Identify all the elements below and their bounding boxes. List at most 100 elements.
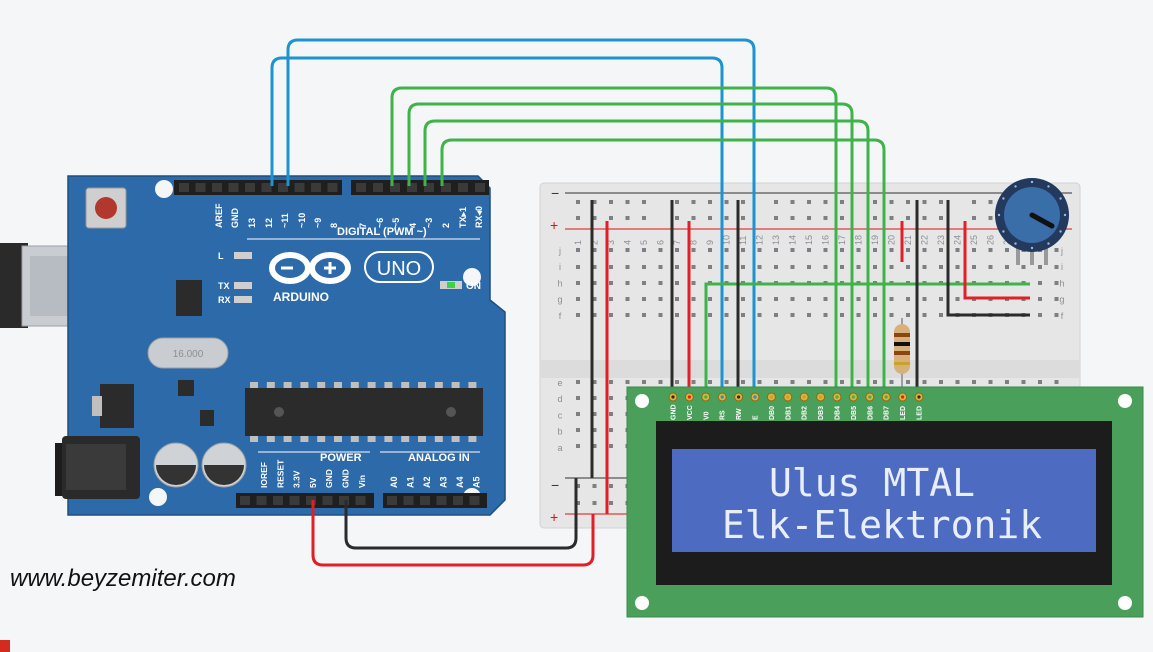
wire-blue-e [286,38,756,395]
digital-pin-label: GND [230,208,240,229]
bb-row-letter: a [557,443,562,453]
lcd-pin-label: V0 [703,411,710,420]
wire-green-v0 [704,282,1030,395]
bb-row-letter: b [557,427,562,437]
wire-blue-rs [270,56,724,395]
lcd-pin-label: DB1 [785,406,792,420]
bb-column-number: 10 [722,235,732,245]
watermark-url: www.beyzemiter.com [10,565,236,592]
bb-column-number: 20 [887,235,897,245]
wire-black-gnd [344,478,578,550]
bb-row-letter: f [559,311,562,321]
bb-column-number: 3 [606,240,616,245]
bb-column-number: 23 [936,235,946,245]
bb-minus-top: − [551,185,559,201]
bb-column-number: 9 [705,240,715,245]
resistor [894,318,910,390]
lcd-pin-label: DB5 [851,406,858,420]
analog-pin-label: A2 [422,476,432,488]
bb-row-letter: f [1061,311,1064,321]
bb-column-number: 18 [854,235,864,245]
bb-column-number: 8 [689,240,699,245]
led-label: L [218,251,224,261]
analog-pin-label: A5 [472,476,482,488]
svg-text:16.000: 16.000 [173,349,204,360]
analog-header-label: ANALOG IN [408,452,470,464]
lcd-pin-label: DB6 [867,406,874,420]
lcd-screen [672,449,1096,552]
digital-pin-label: AREF [214,203,224,228]
lcd-pin-label: DB4 [835,406,842,420]
lcd-pin-label: DB3 [818,406,825,420]
lcd-pin-label: LED [900,406,907,420]
bb-column-number: 2 [590,240,600,245]
wire-red-5v [311,500,595,567]
bb-column-number: 24 [953,235,963,245]
on-label: ON [466,281,481,292]
digital-header-label: DIGITAL (PWM ~) [337,226,427,238]
bb-column-number: 15 [804,235,814,245]
bb-column-number: 14 [788,235,798,245]
power-pin-label: IOREF [259,462,269,488]
bb-column-number: 13 [771,235,781,245]
wire-green-db5 [407,102,854,395]
led [234,282,252,289]
bb-row-letter: e [557,378,562,388]
bb-minus-bottom: − [551,477,559,493]
lcd-pin-label: DB2 [802,406,809,420]
power-jack [55,436,140,499]
svg-text:UNO: UNO [377,258,421,280]
analog-pin-label: A4 [455,476,465,488]
digital-pin-label: 4 [408,223,418,228]
digital-pin-label: ~5 [391,218,401,228]
bb-row-letter: d [557,394,562,404]
digital-pin-label: TX▸1 [458,207,468,228]
bb-row-letter: j [1060,246,1063,256]
lcd-line-2: Elk-Elektronik [722,503,1042,547]
power-pin-label: RESET [275,459,285,488]
power-pin-label: GND [324,469,334,488]
bb-column-number: 1 [573,240,583,245]
lcd-pin-label: RW [736,408,743,420]
bb-column-number: 17 [837,235,847,245]
svg-text:ARDUINO: ARDUINO [273,290,329,304]
bb-row-letter: g [557,295,562,305]
digital-pin-label: 13 [247,218,257,228]
lcd-pin-label: E [753,415,760,420]
bb-row-letter: i [1061,262,1063,272]
power-pin-label: 3.3V [292,470,302,488]
arduino-logo: ARDUINO UNO [269,251,434,304]
wire-green-db4 [390,86,838,395]
bb-column-number: 6 [656,240,666,245]
digital-pin-label: 7 [358,223,368,228]
power-header-label: POWER [320,452,362,464]
digital-pin-label: ~9 [313,218,323,228]
analog-pin-label: A3 [439,476,449,488]
lcd-pin-label: RS [720,410,727,420]
digital-pin-label: ~11 [280,213,290,228]
wires [270,38,1030,567]
digital-pin-label: 12 [264,218,274,228]
power-pin-label: 5V [308,477,318,488]
bb-row-letter: h [557,278,562,288]
digital-pin-label: ~3 [424,218,434,228]
lcd-line-1: Ulus MTAL [769,461,975,505]
led-label: RX [218,295,231,305]
bb-plus-bottom: + [550,509,558,525]
potentiometer[interactable] [995,178,1069,265]
digital-pin-label: 8 [329,223,339,228]
wire-green-db6 [423,119,870,395]
bb-row-letter: i [559,262,561,272]
bb-row-letter: j [558,246,561,256]
digital-pin-label: RX◂0 [474,206,484,228]
digital-pin-label: ~10 [297,213,307,228]
bb-column-number: 11 [738,236,748,245]
bb-column-number: 12 [755,235,765,245]
analog-pin-label: A0 [389,476,399,488]
bb-row-letter: h [1059,278,1064,288]
